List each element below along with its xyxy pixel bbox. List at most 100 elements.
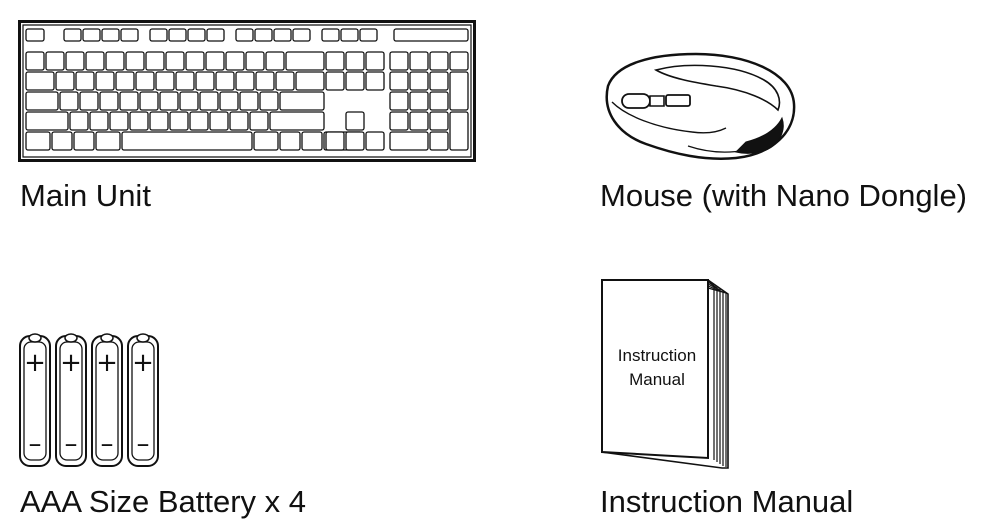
keyboard-key	[390, 132, 428, 150]
keyboard-key	[366, 72, 384, 90]
keyboard-key	[126, 52, 144, 70]
keyboard-key	[160, 92, 178, 110]
manual-caption: Instruction Manual	[600, 484, 854, 519]
keyboard-key	[430, 112, 448, 130]
keyboard-key	[156, 72, 174, 90]
booklet-cover-line1: Instruction	[618, 346, 696, 365]
aaa-battery: +–	[56, 334, 86, 466]
keyboard-key	[216, 72, 234, 90]
battery-minus-sign: –	[101, 429, 114, 459]
keyboard-key	[52, 132, 72, 150]
keyboard-key	[80, 92, 98, 110]
keyboard-key	[394, 29, 468, 41]
keyboard-key	[280, 92, 324, 110]
keyboard-key	[140, 92, 158, 110]
keyboard-key	[188, 29, 205, 41]
keyboard-key	[346, 72, 364, 90]
keyboard-key	[176, 72, 194, 90]
keyboard-key	[102, 29, 119, 41]
keyboard-key	[196, 72, 214, 90]
keyboard-key	[410, 92, 428, 110]
keyboard-key	[26, 132, 50, 150]
battery-minus-sign: –	[29, 429, 42, 459]
keyboard-key	[26, 29, 44, 41]
aaa-battery: +–	[20, 334, 50, 466]
keyboard-key	[240, 92, 258, 110]
keyboard-key	[230, 112, 248, 130]
keyboard-key	[390, 112, 408, 130]
keyboard-key	[130, 112, 148, 130]
keyboard-key	[410, 52, 428, 70]
keyboard-key	[246, 52, 264, 70]
keyboard-key	[76, 72, 94, 90]
battery-plus-sign: +	[24, 348, 46, 378]
keyboard-key	[86, 52, 104, 70]
battery-minus-sign: –	[65, 429, 78, 459]
keyboard-key	[120, 92, 138, 110]
keyboard-key	[410, 112, 428, 130]
keyboard-key	[450, 52, 468, 70]
booklet-cover	[602, 280, 708, 458]
keyboard-key	[274, 29, 291, 41]
keyboard-key	[90, 112, 108, 130]
keyboard-key	[96, 132, 120, 150]
main-unit-caption: Main Unit	[20, 178, 151, 213]
keyboard-key	[122, 132, 252, 150]
keyboard-key	[410, 72, 428, 90]
keyboard-key	[150, 112, 168, 130]
keyboard-key	[430, 72, 448, 90]
keyboard-key	[136, 72, 154, 90]
battery-plus-sign: +	[132, 348, 154, 378]
keyboard-key	[450, 72, 468, 110]
keyboard-key	[250, 112, 268, 130]
keyboard-key	[302, 132, 322, 150]
keyboard-key	[206, 52, 224, 70]
mouse-scroll-wheel	[622, 94, 650, 108]
battery-plus-sign: +	[60, 348, 82, 378]
keyboard-key	[110, 112, 128, 130]
keyboard-key	[96, 72, 114, 90]
keyboard-key	[346, 52, 364, 70]
keyboard-key	[66, 52, 84, 70]
mouse-icon	[596, 50, 800, 162]
keyboard-key	[341, 29, 358, 41]
battery-plus-sign: +	[96, 348, 118, 378]
keyboard-key	[286, 52, 324, 70]
keyboard-key	[26, 52, 44, 70]
keyboard-key	[360, 29, 377, 41]
keyboard-key	[366, 132, 384, 150]
keyboard-key	[430, 132, 448, 150]
keyboard-key	[220, 92, 238, 110]
keyboard-key	[180, 92, 198, 110]
keyboard-key	[60, 92, 78, 110]
keyboard-key	[366, 52, 384, 70]
keyboard-key	[207, 29, 224, 41]
keyboard-key	[346, 112, 364, 130]
keyboard-key	[100, 92, 118, 110]
keyboard-key	[280, 132, 300, 150]
keyboard-key	[121, 29, 138, 41]
keyboard-key	[346, 132, 364, 150]
keyboard-key	[26, 112, 68, 130]
keyboard-key	[236, 29, 253, 41]
battery-icon: +–+–+–+–	[16, 328, 166, 470]
keyboard-key	[390, 92, 408, 110]
aaa-battery: +–	[128, 334, 158, 466]
keyboard-key	[293, 29, 310, 41]
keyboard-key	[266, 52, 284, 70]
keyboard-key	[150, 29, 167, 41]
keyboard-key	[326, 52, 344, 70]
mouse-side-button	[666, 95, 690, 106]
keyboard-key	[190, 112, 208, 130]
keyboard-key	[430, 92, 448, 110]
keyboard-key	[326, 72, 344, 90]
keyboard-key	[390, 52, 408, 70]
keyboard-key	[256, 72, 274, 90]
keyboard-key	[326, 132, 344, 150]
keyboard-key	[236, 72, 254, 90]
keyboard-key	[254, 132, 278, 150]
mouse-caption: Mouse (with Nano Dongle)	[600, 178, 968, 213]
keyboard-key	[200, 92, 218, 110]
keyboard-key	[296, 72, 324, 90]
keyboard-key	[276, 72, 294, 90]
